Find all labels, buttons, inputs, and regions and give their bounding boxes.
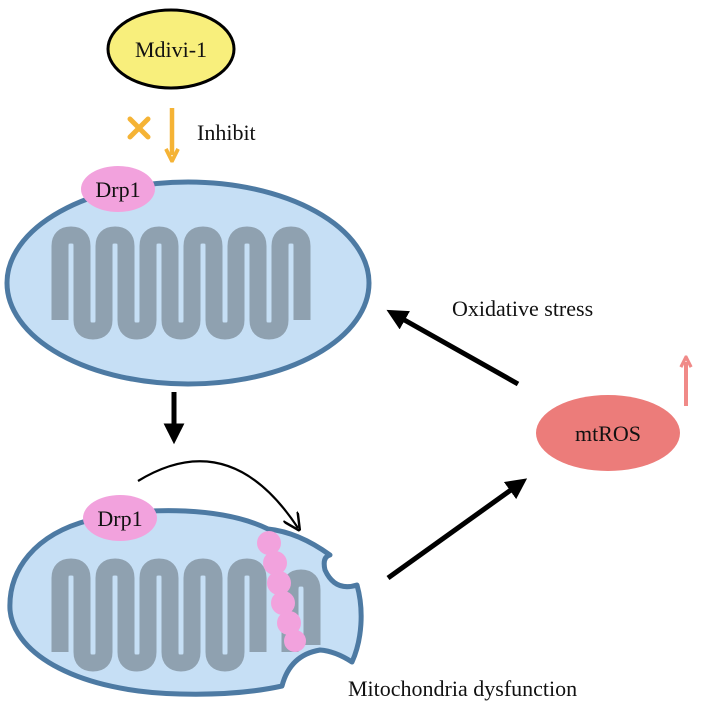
mdivi-1-label: Mdivi-1: [135, 37, 207, 62]
mtros-label: mtROS: [575, 421, 641, 446]
oxidative-stress-label: Oxidative stress: [452, 296, 593, 321]
inhibit-label: Inhibit: [197, 120, 256, 145]
curved-translocation-arrow: [137, 460, 298, 528]
drp1-bottom: Drp1: [83, 495, 157, 541]
cristae-damaged: [51, 558, 267, 672]
drp1-bottom-label: Drp1: [97, 506, 142, 531]
cross-mark-icon: [127, 116, 151, 140]
dysfunction-to-mtros-arrow: [386, 478, 528, 581]
oxidative-stress-arrow: [386, 309, 520, 387]
damaged-mitochondrion: [7, 508, 364, 697]
healthy-mitochondrion: [4, 179, 372, 387]
mitochondria-dysfunction-label: Mitochondria dysfunction: [348, 676, 577, 701]
mdivi-1-node: Mdivi-1: [106, 8, 236, 90]
mtros-node: mtROS: [536, 395, 680, 471]
drp1-top: Drp1: [81, 166, 155, 212]
inhibition-marker: Inhibit: [127, 108, 256, 155]
drp1-ring: [257, 531, 306, 652]
drp1-top-label: Drp1: [95, 177, 140, 202]
cristae: [51, 226, 311, 340]
